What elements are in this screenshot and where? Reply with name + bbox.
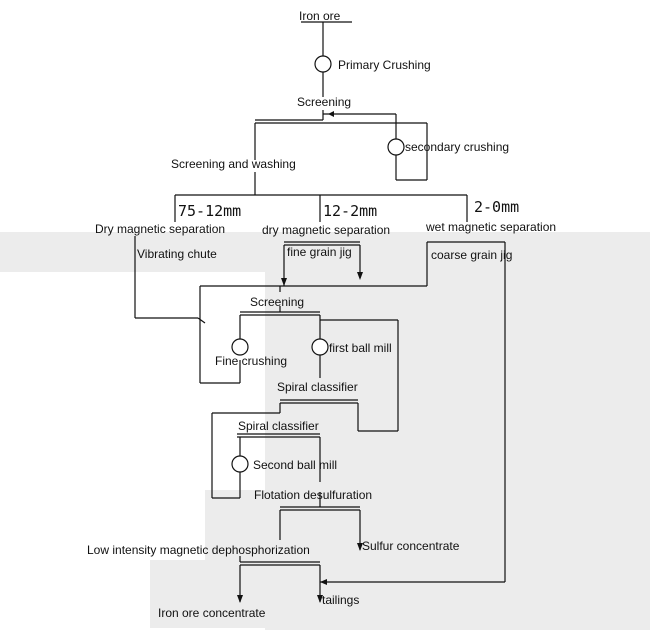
bg-panel-bottom bbox=[150, 560, 390, 628]
label-secondary-crushing: secondary crushing bbox=[405, 140, 510, 154]
secondary-crusher-circle bbox=[387, 138, 405, 156]
label-tailings: tailings bbox=[322, 593, 360, 607]
bg-panel-left bbox=[140, 278, 205, 318]
label-sulfur-concentrate: Sulfur concentrate bbox=[362, 539, 460, 553]
label-dry-mag-sep-2: dry magnetic separation bbox=[262, 223, 391, 237]
bg-panel-upper bbox=[0, 232, 650, 272]
fine-crusher-circle bbox=[231, 338, 249, 356]
label-second-ball-mill: Second ball mill bbox=[253, 458, 338, 472]
label-primary-crushing: Primary Crushing bbox=[338, 58, 431, 72]
label-spiral-classifier-1: Spiral classifier bbox=[277, 380, 358, 394]
label-first-ball-mill: first ball mill bbox=[329, 341, 392, 355]
label-iron-ore: Iron ore bbox=[299, 9, 341, 23]
primary-crusher-circle bbox=[314, 55, 332, 73]
label-vibrating-chute: Vibrating chute bbox=[137, 247, 217, 261]
label-iron-ore-concentrate: Iron ore concentrate bbox=[158, 606, 266, 620]
label-flotation: Flotation desulfuration bbox=[254, 488, 373, 502]
label-screening-washing: Screening and washing bbox=[171, 157, 296, 171]
first-ball-mill-circle bbox=[311, 338, 329, 356]
label-size-12-2: 12-2mm bbox=[323, 202, 378, 220]
label-fine-crushing: Fine crushing bbox=[215, 354, 288, 368]
label-spiral-classifier-2: Spiral classifier bbox=[238, 419, 319, 433]
label-size-75-12: 75-12mm bbox=[178, 202, 242, 220]
label-dry-mag-sep-1: Dry magnetic separation bbox=[95, 222, 226, 236]
second-ball-mill-circle bbox=[231, 455, 249, 473]
label-low-intensity: Low intensity magnetic dephosphorization bbox=[87, 543, 310, 557]
label-screening-top: Screening bbox=[297, 95, 352, 109]
label-screening-mid: Screening bbox=[250, 295, 305, 309]
label-coarse-grain-jig: coarse grain jig bbox=[431, 248, 513, 262]
label-size-2-0: 2-0mm bbox=[474, 198, 520, 216]
label-wet-mag-sep: wet magnetic separation bbox=[426, 220, 557, 234]
label-fine-grain-jig: fine grain jig bbox=[287, 245, 352, 259]
